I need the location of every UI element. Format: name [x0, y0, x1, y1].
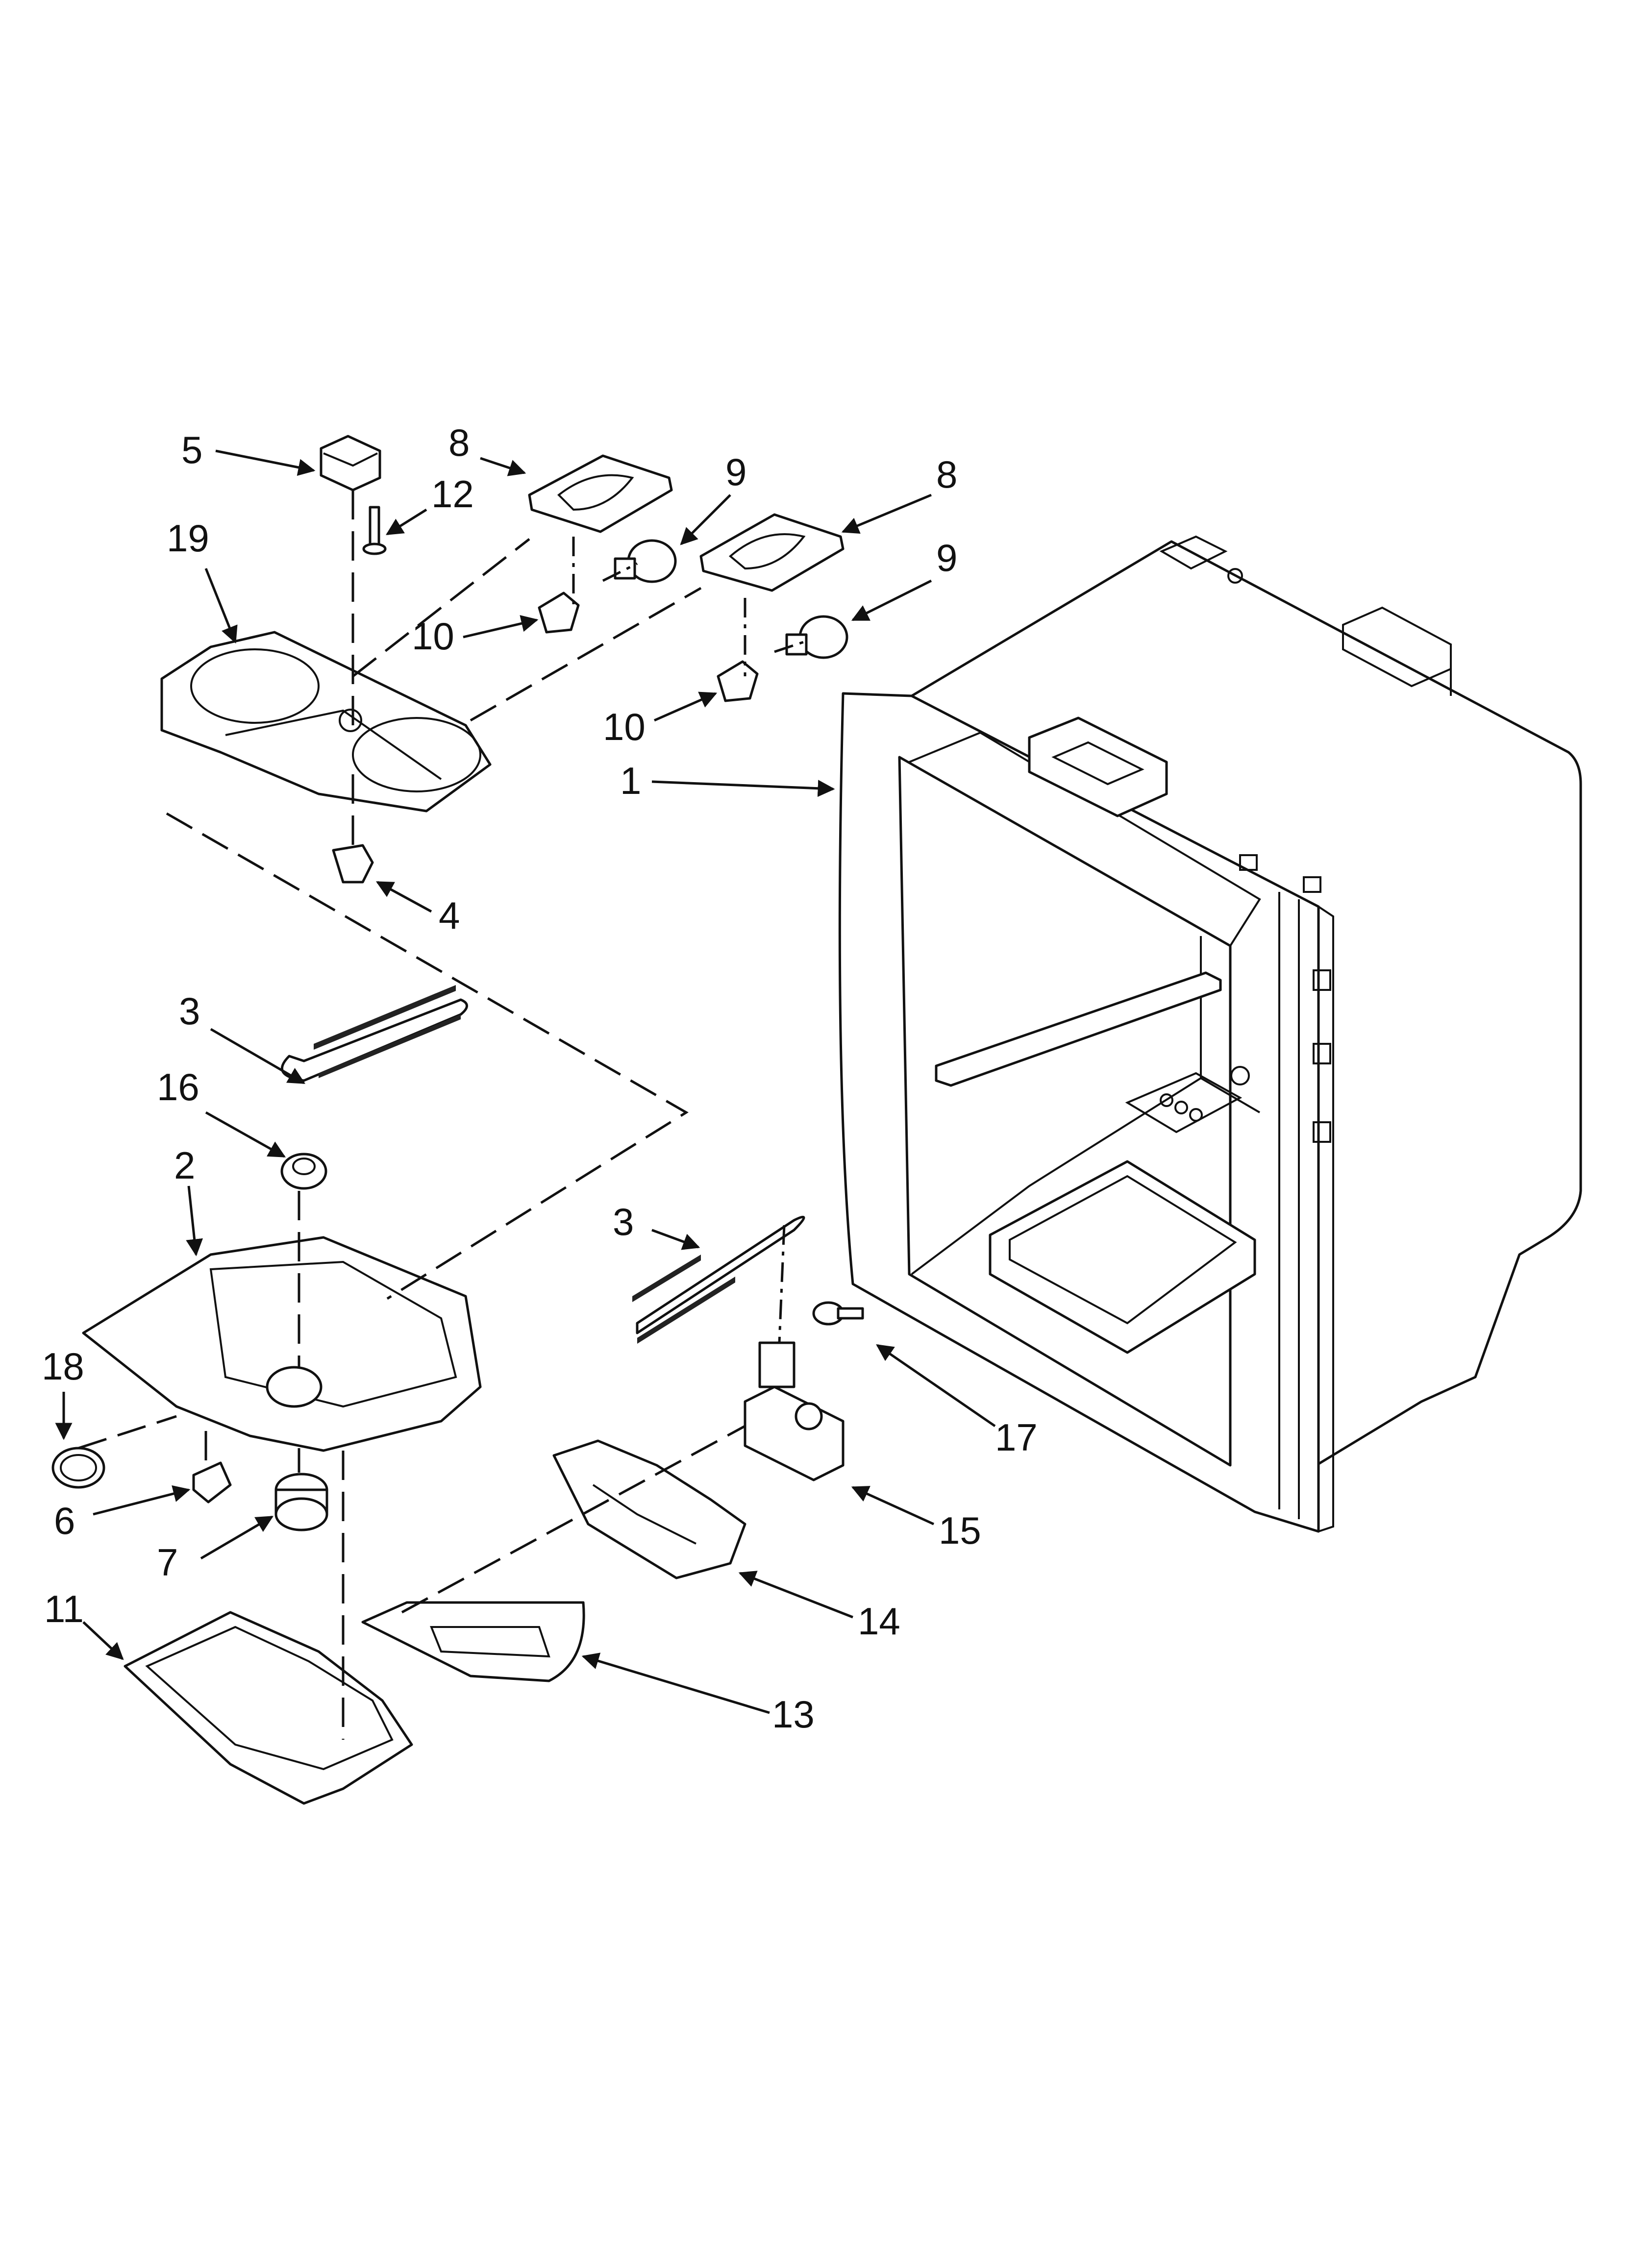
- valve-15: [744, 1341, 845, 1481]
- switch-6: [192, 1461, 232, 1504]
- screw-12: [362, 506, 387, 555]
- label-14: 14: [858, 1600, 900, 1643]
- label-3-left: 3: [179, 989, 200, 1033]
- label-6: 6: [54, 1499, 75, 1542]
- callout-18: 18: [42, 1345, 84, 1440]
- callout-14: 14: [738, 1571, 900, 1643]
- callout-15: 15: [851, 1486, 981, 1552]
- callout-16: 16: [157, 1065, 286, 1158]
- label-2: 2: [174, 1144, 195, 1187]
- light-shield-8b: [699, 513, 845, 592]
- label-16: 16: [157, 1065, 199, 1109]
- callout-11: 11: [44, 1587, 124, 1660]
- label-1: 1: [620, 759, 641, 802]
- connector-4: [332, 844, 374, 884]
- screw-17: [812, 1301, 864, 1326]
- callout-9b: 9: [851, 536, 957, 621]
- callout-19: 19: [167, 517, 238, 644]
- callout-13: 13: [581, 1652, 815, 1736]
- callout-6: 6: [54, 1485, 191, 1542]
- dispenser-chute-13: [361, 1601, 585, 1682]
- label-15: 15: [939, 1509, 981, 1552]
- label-19: 19: [167, 517, 209, 560]
- dispenser-housing-2: [82, 1236, 482, 1452]
- lamp-socket-10a: [538, 592, 580, 634]
- callout-8a: 8: [448, 421, 526, 476]
- gear-16: [280, 1153, 327, 1190]
- label-8b: 8: [936, 453, 957, 496]
- guide-lines: [78, 490, 804, 1740]
- refrigerator-liner: [838, 535, 1582, 1533]
- label-10a: 10: [412, 615, 454, 658]
- callout-10a: 10: [412, 615, 539, 658]
- label-9a: 9: [725, 450, 746, 493]
- callout-17: 17: [876, 1344, 1038, 1459]
- label-8a: 8: [448, 421, 470, 464]
- light-shield-8a: [528, 454, 673, 533]
- knob-7: [274, 1473, 328, 1531]
- callout-3-right: 3: [613, 1200, 700, 1250]
- light-housing-19: [160, 631, 492, 813]
- label-11: 11: [44, 1587, 84, 1630]
- seal-ring-18: [51, 1447, 105, 1489]
- lamp-socket-10b: [717, 660, 759, 702]
- label-17: 17: [995, 1416, 1038, 1459]
- label-7: 7: [157, 1541, 178, 1584]
- callout-7: 7: [157, 1515, 274, 1584]
- label-13: 13: [772, 1693, 815, 1736]
- light-socket-5: [320, 435, 381, 492]
- light-bulb-9a: [614, 539, 677, 583]
- callout-2: 2: [174, 1144, 203, 1257]
- seal-3-right: [632, 1215, 805, 1344]
- label-12: 12: [431, 472, 474, 516]
- callout-12: 12: [386, 472, 474, 536]
- callout-10b: 10: [603, 691, 718, 748]
- label-4: 4: [439, 894, 460, 937]
- label-3-right: 3: [613, 1200, 634, 1243]
- seal-3-left: [280, 985, 468, 1082]
- light-bulb-9b: [785, 615, 848, 659]
- callout-9a: 9: [680, 450, 746, 545]
- dispenser-lever-14: [552, 1439, 746, 1579]
- label-5: 5: [181, 428, 202, 471]
- label-18: 18: [42, 1345, 84, 1388]
- callout-5: 5: [181, 428, 316, 476]
- label-10b: 10: [603, 705, 646, 748]
- callout-8b: 8: [841, 453, 957, 534]
- callout-3-left: 3: [179, 989, 306, 1085]
- callout-1: 1: [620, 759, 835, 802]
- drip-tray-11: [124, 1611, 413, 1805]
- label-9b: 9: [936, 536, 957, 579]
- callout-4: 4: [375, 881, 460, 937]
